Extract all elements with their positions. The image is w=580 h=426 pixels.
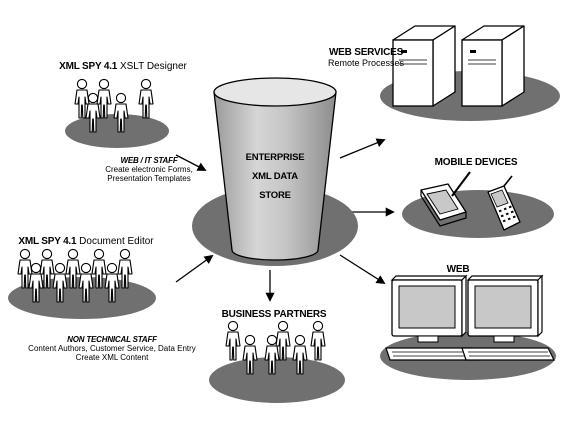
arrow-store-to-web bbox=[339, 254, 386, 284]
web-services-subtitle: Remote Processes bbox=[327, 58, 405, 69]
web-title: WEB bbox=[446, 264, 470, 275]
mobile-devices-title: MOBILE DEVICES bbox=[434, 157, 518, 168]
web-it-staff-caption: WEB / IT STAFF Create electronic Forms, … bbox=[94, 156, 204, 184]
web-it-staff-title: WEB / IT STAFF bbox=[120, 156, 178, 165]
non-technical-staff-title: NON TECHNICAL STAFF bbox=[67, 335, 157, 344]
web-services-title: WEB SERVICES bbox=[328, 47, 404, 58]
mobile-phone-icon bbox=[487, 175, 521, 231]
flow-arrows bbox=[175, 138, 395, 302]
non-technical-staff-desc-1: Content Authors, Customer Service, Data … bbox=[28, 343, 196, 353]
data-store-line-1: ENTERPRISE bbox=[245, 152, 305, 163]
non-technical-staff-caption: NON TECHNICAL STAFF Content Authors, Cus… bbox=[6, 335, 218, 363]
arrow-doc-to-store bbox=[175, 254, 214, 283]
data-store-line-2: XML DATA bbox=[252, 171, 298, 182]
data-store-cylinder bbox=[213, 77, 337, 261]
xslt-product-module: XSLT Designer bbox=[119, 61, 187, 72]
business-partners-title: BUSINESS PARTNERS bbox=[221, 309, 327, 320]
arrow-store-to-webservices bbox=[339, 138, 386, 159]
shadow-xslt-group bbox=[65, 114, 169, 148]
data-store-label: ENTERPRISE XML DATA STORE bbox=[238, 148, 312, 205]
doc-product-name: XML SPY 4.1 bbox=[18, 236, 77, 247]
arrow-xslt-to-store bbox=[175, 154, 207, 171]
document-editor-title: XML SPY 4.1 Document Editor bbox=[6, 236, 166, 247]
data-store-line-3: STORE bbox=[259, 190, 291, 201]
non-technical-staff-desc-2: Create XML Content bbox=[75, 352, 149, 362]
pda-icon bbox=[420, 171, 471, 227]
web-it-staff-desc-1: Create electronic Forms, bbox=[105, 164, 193, 174]
xslt-designer-title: XML SPY 4.1 XSLT Designer bbox=[48, 61, 198, 72]
mobile-devices-icons bbox=[420, 171, 521, 231]
web-services-label: WEB SERVICES Remote Processes bbox=[318, 47, 414, 68]
server-icon bbox=[461, 25, 525, 107]
xslt-product-name: XML SPY 4.1 bbox=[59, 61, 118, 72]
shadow-partners bbox=[209, 357, 345, 403]
doc-product-module: Document Editor bbox=[79, 236, 154, 247]
web-it-staff-desc-2: Presentation Templates bbox=[107, 173, 191, 183]
